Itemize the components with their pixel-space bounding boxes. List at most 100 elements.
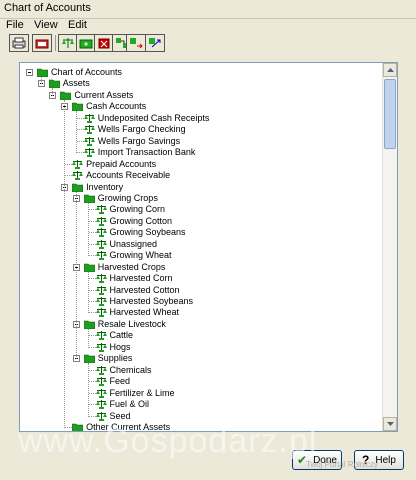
help-button[interactable]: ? Help [354, 450, 404, 470]
tree-account[interactable]: Undeposited Cash Receipts [20, 113, 384, 124]
print-button[interactable] [9, 34, 29, 52]
scale-arrow-button[interactable] [145, 34, 165, 52]
folder-icon [83, 319, 96, 330]
tree-account[interactable]: Growing Cotton [20, 216, 384, 227]
tree-label: Inventory [86, 181, 124, 192]
tree-folder[interactable]: Other Current Assets [20, 422, 384, 431]
tree-connector [65, 163, 75, 165]
tree-folder[interactable]: Growing Crops [20, 193, 384, 204]
tree-guide-line [87, 202, 89, 257]
delete-button[interactable] [94, 34, 114, 52]
collapse-icon[interactable] [26, 69, 33, 76]
vertical-scrollbar[interactable] [382, 63, 397, 431]
tree-account[interactable]: Growing Wheat [20, 250, 384, 261]
folder-icon [71, 101, 84, 112]
tree-connector [88, 289, 98, 291]
open-button[interactable] [32, 34, 52, 52]
tree-account[interactable]: Accounts Receivable [20, 170, 384, 181]
account-icon [72, 159, 84, 169]
tree-account[interactable]: Chemicals [20, 365, 384, 376]
tree-label: Harvested Wheat [109, 307, 180, 318]
tree-account[interactable]: Wells Fargo Checking [20, 124, 384, 135]
toolbar [0, 33, 416, 53]
tree-account[interactable]: Feed [20, 376, 384, 387]
folder-icon [35, 39, 49, 49]
account-icon [72, 170, 84, 181]
tree-account[interactable]: Harvested Corn [20, 273, 384, 284]
tree-label: Other Current Assets [86, 421, 171, 431]
tree-label: Cash Accounts [86, 101, 147, 112]
tree-folder[interactable]: Assets [20, 78, 384, 89]
account-icon [95, 330, 107, 341]
menu-edit[interactable]: Edit [68, 19, 87, 31]
tree-account[interactable]: Wells Fargo Savings [20, 136, 384, 147]
tree-account[interactable]: Cattle [20, 330, 384, 341]
tree-connector [76, 140, 86, 142]
tree-connector [88, 243, 98, 245]
tree-folder[interactable]: Chart of Accounts [20, 67, 384, 78]
tree-label: Wells Fargo Checking [97, 124, 186, 135]
tree-label: Wells Fargo Savings [97, 135, 181, 146]
tree-account[interactable]: Fertilizer & Lime [20, 388, 384, 399]
tree-folder[interactable]: Supplies [20, 353, 384, 364]
account-icon [95, 273, 107, 284]
tree-label: Chart of Accounts [51, 67, 123, 77]
tree-guide-line [40, 77, 42, 85]
tree-account[interactable]: Unassigned [20, 239, 384, 250]
account-icon [95, 365, 107, 375]
tree-account[interactable]: Fuel & Oil [20, 399, 384, 410]
tree-folder[interactable]: Cash Accounts [20, 101, 384, 112]
delete-icon [98, 38, 110, 49]
tree-connector [65, 175, 75, 177]
folder-icon [83, 193, 96, 204]
folder-icon [71, 422, 84, 431]
tree-folder[interactable]: Current Assets [20, 90, 384, 101]
window-title: Chart of Accounts [4, 2, 91, 14]
account-icon [95, 399, 107, 410]
menu-view[interactable]: View [34, 19, 58, 31]
tree-connector [88, 301, 98, 302]
scroll-down-button[interactable] [383, 417, 397, 431]
tree-label: Unassigned [109, 238, 158, 249]
tree-account[interactable]: Harvested Cotton [20, 285, 384, 296]
account-icon [95, 388, 107, 398]
tree-guide-line [87, 363, 89, 417]
tree-label: Growing Crops [97, 192, 158, 203]
tree-label: Growing Wheat [109, 250, 172, 261]
done-button[interactable]: ✔ Done [292, 450, 342, 470]
transfer-arrow-button[interactable] [126, 34, 146, 52]
add-button[interactable] [76, 34, 96, 52]
folder-icon [83, 262, 96, 272]
menu-file[interactable]: File [6, 19, 24, 31]
tree-connector [88, 312, 98, 314]
tree-label: Import Transaction Bank [97, 147, 196, 158]
tree-account[interactable]: Prepaid Accounts [20, 159, 384, 170]
tree-account[interactable]: Harvested Soybeans [20, 296, 384, 307]
title-bar: Chart of Accounts [0, 0, 416, 19]
tree-account[interactable]: Seed [20, 411, 384, 422]
tree-folder[interactable]: Harvested Crops [20, 262, 384, 273]
balance-button[interactable] [58, 34, 78, 52]
tree-connector [88, 369, 98, 371]
folder-icon [83, 353, 96, 364]
scroll-thumb[interactable] [384, 79, 396, 149]
tree-connector [88, 392, 98, 394]
tree-folder[interactable]: Resale Livestock [20, 319, 384, 330]
tree-folder[interactable]: Inventory [20, 182, 384, 193]
tree-account[interactable]: Hogs [20, 342, 384, 353]
tree-label: Growing Corn [109, 204, 166, 215]
tree-account[interactable]: Growing Corn [20, 204, 384, 215]
tree-account[interactable]: Growing Soybeans [20, 227, 384, 238]
tree-label: Assets [62, 78, 90, 89]
account-icon [95, 411, 107, 421]
tree-guide-line [87, 271, 89, 314]
tree-label: Accounts Receivable [86, 170, 171, 181]
tree-account[interactable]: Harvested Wheat [20, 307, 384, 318]
tree-account[interactable]: Import Transaction Bank [20, 147, 384, 158]
tree-connector [88, 278, 98, 280]
account-icon [95, 342, 107, 352]
account-icon [95, 285, 107, 295]
scroll-up-button[interactable] [383, 63, 397, 77]
